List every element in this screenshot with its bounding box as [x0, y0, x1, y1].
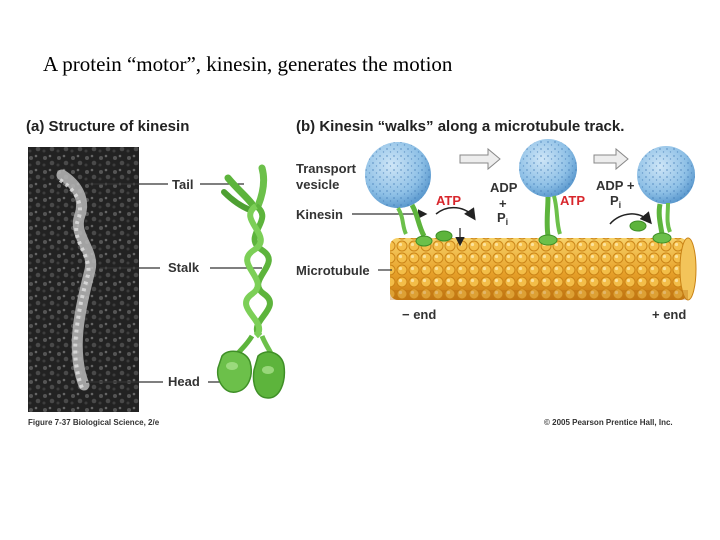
label-plus-end: + end: [652, 307, 687, 322]
label-vesicle: vesicle: [296, 177, 340, 192]
label-microtubule: Microtubule: [296, 263, 370, 278]
label-transport: Transport: [296, 161, 356, 176]
label-pi-1: Pi: [497, 210, 508, 230]
figure-caption: Figure 7-37 Biological Science, 2/e: [28, 418, 160, 427]
panel-b-title: (b) Kinesin “walks” along a microtubule …: [296, 118, 625, 135]
label-adp-2: ADP +: [596, 178, 635, 193]
label-adp-1: ADP: [490, 180, 518, 195]
label-kinesin: Kinesin: [296, 207, 343, 222]
label-p-2: P: [610, 193, 619, 208]
electron-micrograph: [28, 147, 139, 412]
label-stalk: Stalk: [168, 260, 200, 275]
kinesin-walking: [396, 195, 672, 247]
kinesin-molecule: [216, 164, 286, 399]
label-pi-2-subscript: i: [618, 200, 622, 210]
microtubule-track: [390, 237, 697, 301]
label-plus-1: +: [499, 196, 507, 211]
label-pi-1-subscript: i: [505, 217, 509, 227]
label-p-1: P: [497, 210, 506, 225]
vesicle-2: [519, 139, 577, 197]
panel-a-title: (a) Structure of kinesin: [26, 118, 190, 135]
label-head: Head: [168, 374, 200, 389]
label-pi-2: Pi: [610, 193, 621, 213]
label-atp-2: ATP: [560, 193, 586, 208]
vesicle-1: [365, 142, 431, 208]
copyright: © 2005 Pearson Prentice Hall, Inc.: [544, 418, 673, 427]
vesicle-3: [637, 146, 695, 204]
label-minus-end: − end: [402, 307, 437, 322]
slide-title: A protein “motor”, kinesin, generates th…: [43, 52, 453, 76]
label-tail: Tail: [172, 177, 194, 192]
label-atp-1: ATP: [436, 193, 462, 208]
